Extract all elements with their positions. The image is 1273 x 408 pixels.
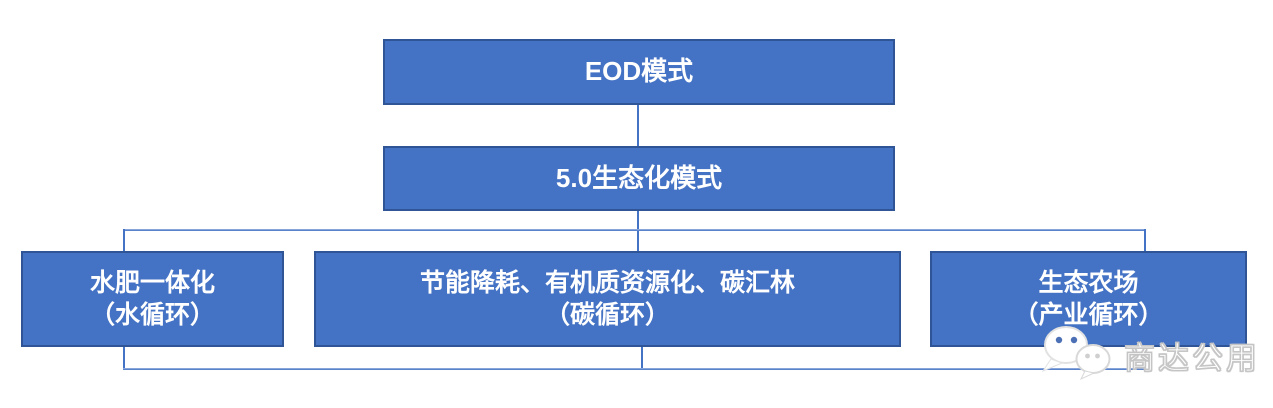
node-water-cycle-subtitle: （水循环）	[89, 301, 215, 329]
watermark: 商达公用	[1036, 319, 1272, 389]
node-eod: EOD模式	[383, 39, 895, 105]
loop-drop-left	[123, 347, 125, 369]
node-carbon-cycle-subtitle: （碳循环）	[544, 301, 670, 329]
node-industry-cycle-subtitle: （产业循环）	[1013, 301, 1164, 329]
wechat-icon	[1041, 326, 1111, 381]
loop-line-bottom	[123, 368, 1146, 370]
branch-line-top	[123, 229, 1145, 231]
node-water-cycle-title: 水肥一体化	[89, 268, 215, 297]
branch-drop-left	[123, 229, 125, 251]
node-industry-cycle-title: 生态农场	[1038, 268, 1139, 297]
watermark-label: 商达公用	[1123, 340, 1260, 376]
node-eco-mode-label: 5.0生态化模式	[555, 162, 723, 193]
node-eco-mode: 5.0生态化模式	[383, 146, 895, 211]
connector-level2-to-branch	[637, 211, 639, 251]
loop-drop-middle	[641, 347, 643, 369]
node-carbon-cycle-title: 节能降耗、有机质资源化、碳汇林	[419, 268, 795, 297]
branch-drop-right	[1144, 229, 1146, 251]
node-eod-label: EOD模式	[584, 56, 694, 87]
connector-root-to-level2	[637, 105, 639, 148]
node-industry-cycle: 生态农场 （产业循环）	[930, 251, 1247, 347]
loop-drop-right	[1144, 347, 1146, 369]
node-carbon-cycle: 节能降耗、有机质资源化、碳汇林 （碳循环）	[314, 251, 901, 347]
node-water-cycle: 水肥一体化 （水循环）	[21, 251, 284, 347]
